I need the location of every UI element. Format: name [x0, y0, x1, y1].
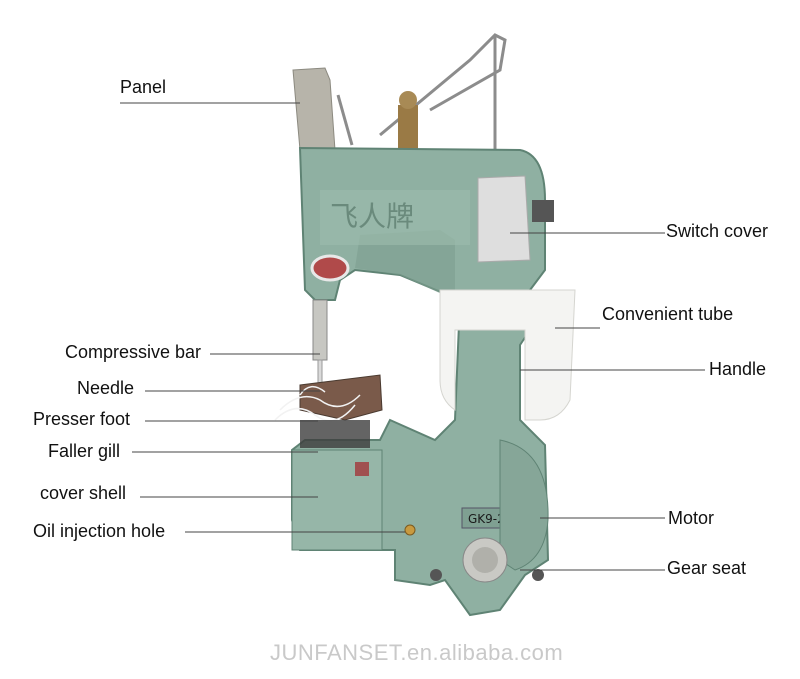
compressive-bar-part [312, 299, 328, 361]
presser-foot-part [299, 374, 383, 421]
label-convenient-tube: Convenient tube [602, 304, 734, 324]
label-cover-shell: cover shell [40, 483, 127, 503]
convenient-tube-part [439, 289, 576, 421]
base-screw-right [532, 569, 544, 581]
switch-cover-part [477, 175, 531, 263]
label-motor: Motor [668, 508, 715, 528]
faller-gill-part [300, 420, 370, 448]
oil-injection-hole-part [404, 524, 416, 536]
brand-characters: 飞人牌 [330, 200, 414, 233]
label-panel: Panel [120, 77, 167, 97]
label-faller-gill: Faller gill [48, 441, 121, 461]
watermark-text: JUNFANSET.en.alibaba.com [270, 640, 564, 665]
label-gear-seat: Gear seat [667, 558, 747, 578]
label-switch-cover: Switch cover [666, 221, 769, 241]
logo-badge [310, 254, 350, 282]
motor-part [499, 439, 549, 571]
label-handle: Handle [709, 359, 767, 379]
label-needle: Needle [77, 378, 135, 398]
label-compressive-bar: Compressive bar [65, 342, 202, 362]
thread-guide-icon [336, 33, 507, 165]
tension-spring-icon [398, 91, 418, 150]
thread-loops-icon [274, 386, 361, 422]
cover-shell-screw [355, 462, 369, 476]
brand-plate [320, 190, 470, 245]
arm-opening [355, 230, 455, 300]
leader-lines [120, 102, 705, 571]
model-number: GK9-2 [468, 512, 505, 526]
base-screw-left [430, 569, 442, 581]
gear-seat-center [472, 547, 498, 573]
panel-plate [292, 67, 336, 151]
switch-knob [532, 200, 554, 222]
label-oil-injection-hole: Oil injection hole [33, 521, 166, 541]
label-presser-foot: Presser foot [33, 409, 131, 429]
